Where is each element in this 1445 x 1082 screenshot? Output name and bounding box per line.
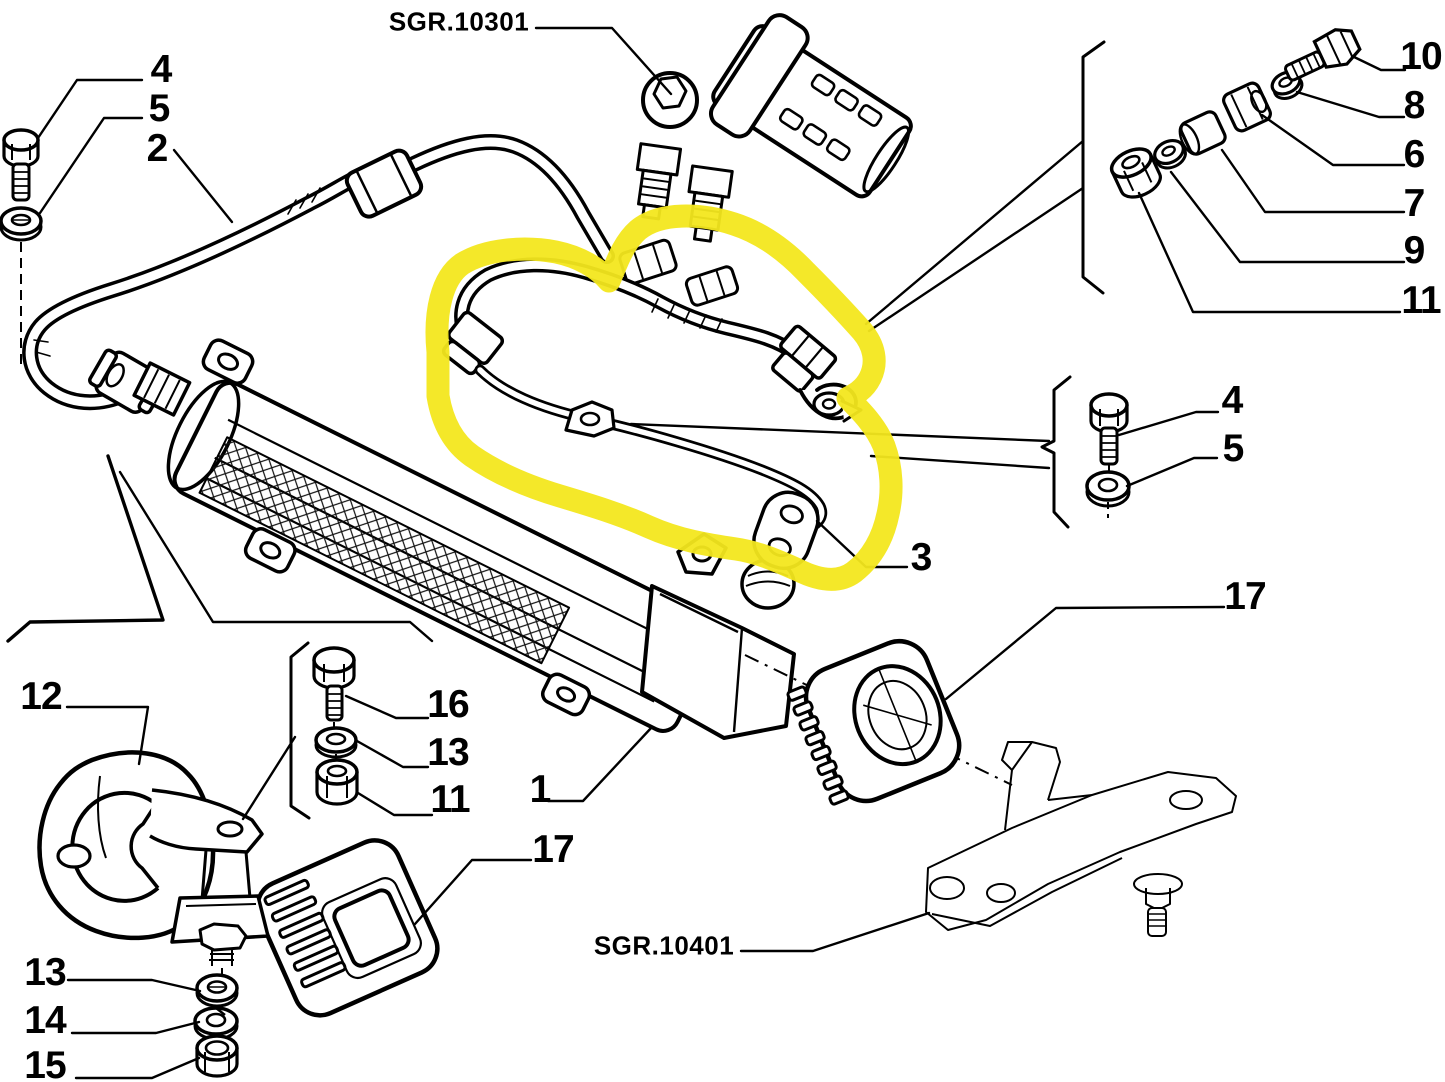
callout-7: 7 [1403,182,1426,225]
hose-2 [22,134,615,415]
canister-slots [778,73,883,162]
callout-17-lower: 17 [532,828,574,871]
callout-5-right: 5 [1222,427,1245,470]
callout-10: 10 [1400,35,1442,78]
callout-13-mid: 13 [427,731,469,774]
fastener-stack-4-5-left [0,128,43,368]
hose-texture-ticks [33,187,321,357]
ref-sgr-10301: SGR.10301 [388,6,530,37]
sgr-10401-bracket [925,741,1237,937]
callout-4-top-left: 4 [150,48,173,91]
canister-assembly [618,13,913,307]
callout-12: 12 [20,675,62,718]
callout-9: 9 [1403,229,1426,272]
callout-2: 2 [146,127,169,170]
callout-13-bottom: 13 [24,951,66,994]
block-17-lower [255,838,440,1018]
callout-5-top-left: 5 [148,87,171,130]
fastener-stack-4-5-right [1085,392,1131,518]
callout-15: 15 [24,1044,66,1082]
callout-3: 3 [910,536,933,579]
callout-11-top: 11 [1401,279,1441,322]
fastener-row-top-right [1109,28,1362,199]
callout-16: 16 [427,683,469,726]
highlight-marker-loop [425,204,903,591]
callout-6: 6 [1403,133,1426,176]
ref-sgr-10401: SGR.10401 [593,930,735,961]
callout-4-right: 4 [1221,379,1244,422]
callout-11-mid: 11 [430,778,470,821]
callout-1: 1 [529,768,552,811]
fastener-stack-13-14-15 [193,973,239,1078]
fastener-stack-16-13-11 [312,646,359,806]
assembly-axis-dashline [744,654,1013,786]
callout-14: 14 [24,999,66,1042]
hex-plug-icon [641,71,699,129]
leader-lines [6,26,1407,1080]
callout-17-right: 17 [1224,575,1266,618]
clamp-12 [37,750,270,1040]
oil-cooler [132,338,1013,786]
callout-8: 8 [1403,84,1426,127]
cap-17-right [786,639,962,806]
